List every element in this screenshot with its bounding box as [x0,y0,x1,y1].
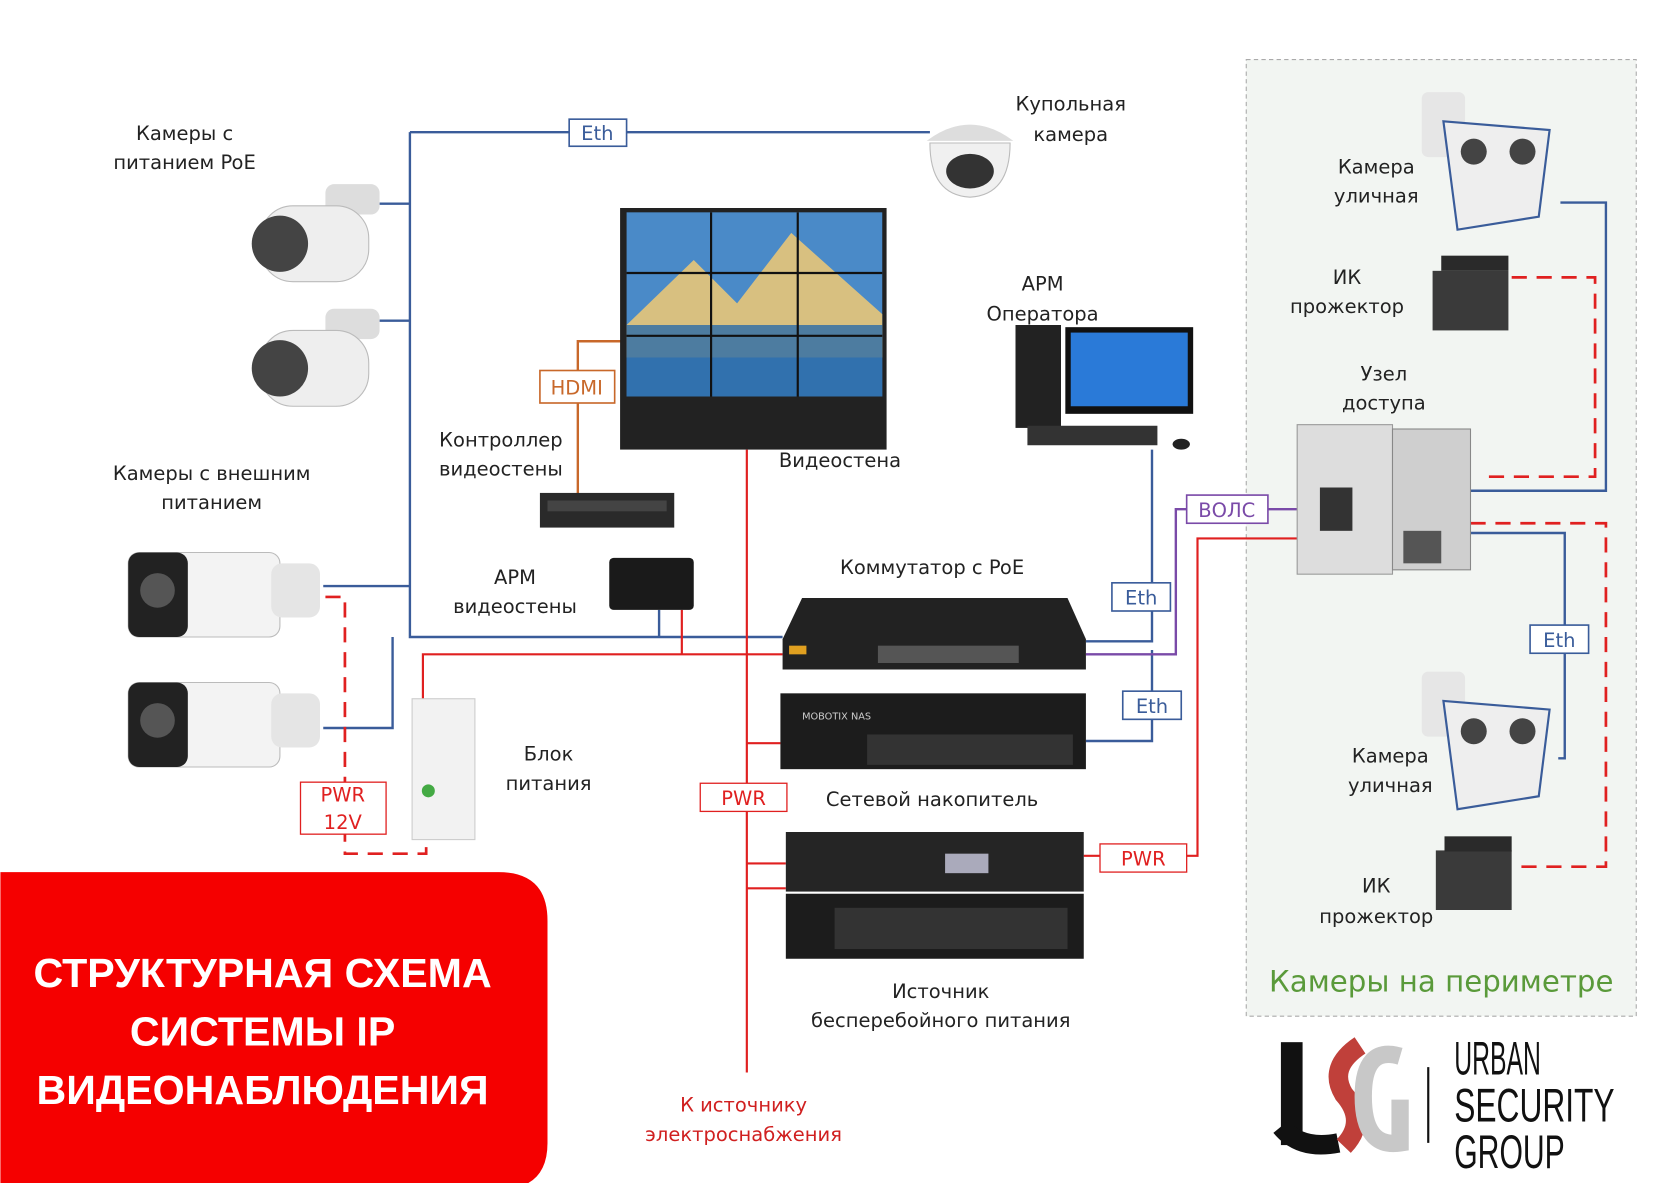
wall-controller-label: видеостены [439,458,563,481]
svg-text:URBAN: URBAN [1454,1033,1541,1086]
svg-text:ВОЛС: ВОЛС [1198,499,1255,522]
power-supply-label: Блок [524,742,574,765]
power-supply-icon [411,698,476,841]
ir-label: ИК [1362,875,1391,898]
nas-label: Сетевой накопитель [826,788,1038,811]
poe-cameras-label: питанием PoE [113,151,255,174]
access-node-label: доступа [1342,391,1426,414]
title-line: СИСТЕМЫ IP [130,1008,395,1054]
eth-tag-perimeter: Eth [1529,624,1590,655]
svg-text:SECURITY: SECURITY [1454,1079,1614,1132]
ups-label: Источник [892,980,990,1003]
street-camera-label: Камера [1352,745,1429,768]
bullet-camera-icon [251,308,380,407]
ir-illuminator-icon [1432,255,1509,331]
fiber-tag: ВОЛС [1185,494,1269,525]
svg-text:12V: 12V [324,811,363,834]
ir-label: прожектор [1290,295,1404,318]
dome-camera-icon [926,124,1014,198]
mains-label: электроснабжения [645,1123,842,1146]
access-node-label: Узел [1360,362,1407,385]
street-camera-icon [1421,671,1551,811]
ups-label: бесперебойного питания [811,1009,1070,1032]
wall-controller-icon [539,492,675,528]
pwr-12v-tag: PWR 12V [299,781,387,835]
video-wall-label: Видеостена [779,449,901,472]
svg-text:PWR: PWR [320,784,365,807]
operator-label: АРМ [1022,272,1064,295]
dome-camera-label: камера [1033,123,1108,146]
svg-text:MOBOTIX NAS: MOBOTIX NAS [802,711,871,722]
nas-icon: MOBOTIX NAS [780,693,1086,770]
power-lines [325,275,1608,1073]
video-wall-icon [620,208,887,450]
ir-label: прожектор [1319,905,1433,928]
poe-switch-icon [782,598,1086,670]
access-node-icon [1296,424,1472,575]
bullet-camera-icon [251,184,380,283]
box-camera-icon [127,681,320,768]
svg-text:GROUP: GROUP [1454,1126,1565,1179]
ir-illuminator-icon [1435,836,1512,910]
power-supply-label: питания [506,772,592,795]
operator-pc-icon [1015,325,1194,450]
svg-text:PWR: PWR [721,787,766,810]
ir-label: ИК [1333,266,1362,289]
wall-workstation-label: видеостены [453,595,577,618]
title-line: ВИДЕОНАБЛЮДЕНИЯ [37,1067,489,1113]
eth-tag-top: Eth [568,118,628,148]
wall-workstation-icon [609,557,694,610]
svg-text:HDMI: HDMI [551,376,603,399]
svg-text:Eth: Eth [1543,629,1575,652]
ethernet-lines [323,130,1608,760]
street-camera-icon [1421,92,1551,231]
svg-text:PWR: PWR [1121,848,1166,871]
dome-camera-label: Купольная [1016,93,1126,116]
street-camera-label: Камера [1338,155,1415,178]
svg-text:Eth: Eth [1136,695,1168,718]
mains-label: К источнику [680,1094,807,1117]
operator-label: Оператора [987,303,1099,326]
street-camera-label: уличная [1348,774,1433,797]
pwr-tag-center: PWR [699,782,788,813]
hdmi-line [576,340,624,499]
eth-tag-operator: Eth [1111,582,1172,612]
ups-icon [785,832,1084,959]
street-camera-label: уличная [1334,185,1419,208]
svg-text:Eth: Eth [581,122,613,145]
usg-logo: URBAN SECURITY GROUP [1273,1033,1615,1179]
svg-text:Eth: Eth [1125,586,1157,609]
box-camera-icon [127,551,320,638]
wall-workstation-label: АРМ [494,566,536,589]
perimeter-label: Камеры на периметре [1269,964,1613,998]
switch-label: Коммутатор с PoE [840,556,1024,579]
pwr-tag-right: PWR [1099,843,1188,873]
ext-cameras-label: Камеры с внешним [113,462,311,485]
ext-cameras-label: питанием [161,491,262,514]
wall-controller-label: Контроллер [439,428,563,451]
eth-tag-nas: Eth [1121,690,1183,721]
title-block: СТРУКТУРНАЯ СХЕМА СИСТЕМЫ IP ВИДЕОНАБЛЮД… [0,872,548,1183]
title-line: СТРУКТУРНАЯ СХЕМА [33,950,491,996]
hdmi-tag: HDMI [539,369,616,404]
poe-cameras-label: Камеры с [136,122,233,145]
